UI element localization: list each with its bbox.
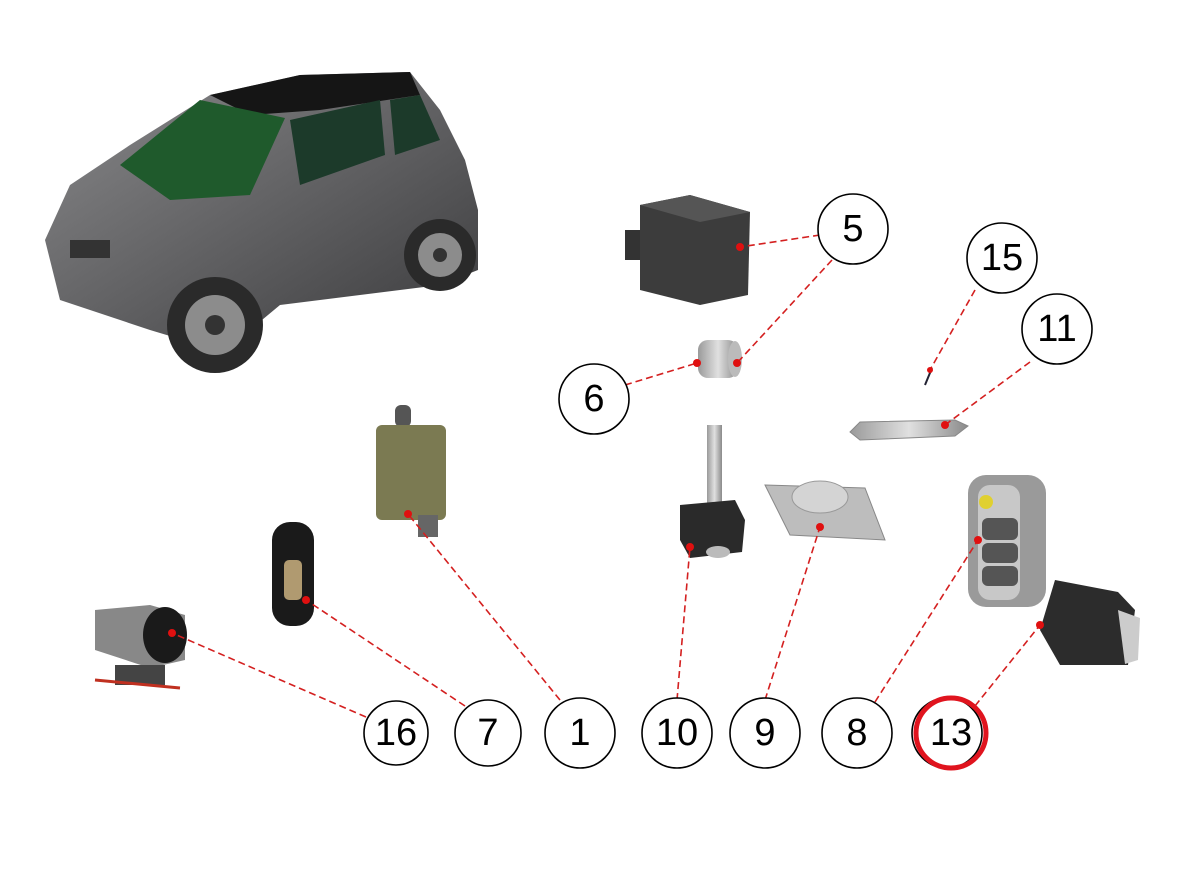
svg-text:16: 16 <box>375 712 417 754</box>
leader-16 <box>171 632 367 718</box>
callout-9: 9 <box>729 697 801 769</box>
leader-11 <box>944 361 1031 426</box>
callout-15: 15 <box>966 222 1038 294</box>
svg-text:7: 7 <box>477 712 498 754</box>
siren-image <box>94 605 187 690</box>
svg-text:1: 1 <box>569 712 590 754</box>
control-module-image <box>625 195 750 305</box>
svg-text:13: 13 <box>930 712 972 754</box>
leader-7 <box>305 599 466 707</box>
remote-fob-image <box>272 522 314 626</box>
leader-dots <box>168 243 1044 637</box>
callout-16: 16 <box>363 700 429 766</box>
bushing-image <box>698 340 742 378</box>
svg-text:15: 15 <box>981 237 1023 279</box>
svg-text:6: 6 <box>583 378 604 420</box>
svg-text:8: 8 <box>846 712 867 754</box>
leader-5a <box>739 234 821 248</box>
leader-8 <box>874 539 979 703</box>
callout-6: 6 <box>558 363 630 435</box>
callout-8: 8 <box>821 697 893 769</box>
key-blade-image <box>849 419 969 441</box>
svg-text:10: 10 <box>656 712 698 754</box>
callout-13-highlighted: 13 <box>911 695 989 771</box>
leader-9 <box>764 526 821 701</box>
svg-text:9: 9 <box>754 712 775 754</box>
mounting-plate-image <box>764 480 886 541</box>
flip-key-remote-image <box>968 475 1046 607</box>
leader-lines <box>171 234 1041 718</box>
svg-text:5: 5 <box>842 208 863 250</box>
leader-13 <box>974 624 1041 707</box>
leader-5b <box>736 259 833 364</box>
leader-6 <box>624 362 698 386</box>
svg-text:11: 11 <box>1037 308 1076 350</box>
bolt-mount-image <box>680 425 745 558</box>
callout-1: 1 <box>544 697 616 769</box>
callout-7: 7 <box>454 699 522 767</box>
leader-15 <box>929 289 976 371</box>
leader-10 <box>676 546 691 701</box>
callout-10: 10 <box>641 697 713 769</box>
callout-5: 5 <box>817 193 889 265</box>
leader-1 <box>407 513 561 701</box>
callout-11: 11 <box>1021 293 1093 365</box>
immobilizer-image <box>376 405 446 537</box>
car-image <box>45 72 478 373</box>
obd-module-image <box>1040 580 1140 665</box>
